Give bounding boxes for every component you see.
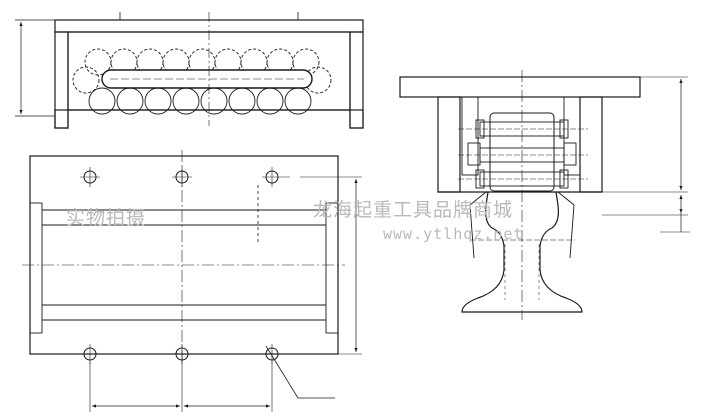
bolt-holes <box>83 170 279 361</box>
side-top-plate <box>399 76 641 98</box>
plan-view <box>22 150 362 412</box>
watermark-center: 龙海起重工具品牌商城 <box>313 199 514 221</box>
leader-line <box>265 345 299 399</box>
watermark-url: www.ytlhqz.net <box>383 225 524 243</box>
rail-profile <box>461 191 583 313</box>
top-view <box>15 12 364 129</box>
side-view <box>399 70 690 320</box>
base-plate <box>29 155 339 355</box>
watermark-left: 实物拍摄 <box>66 207 147 229</box>
chain-guide <box>101 69 313 89</box>
